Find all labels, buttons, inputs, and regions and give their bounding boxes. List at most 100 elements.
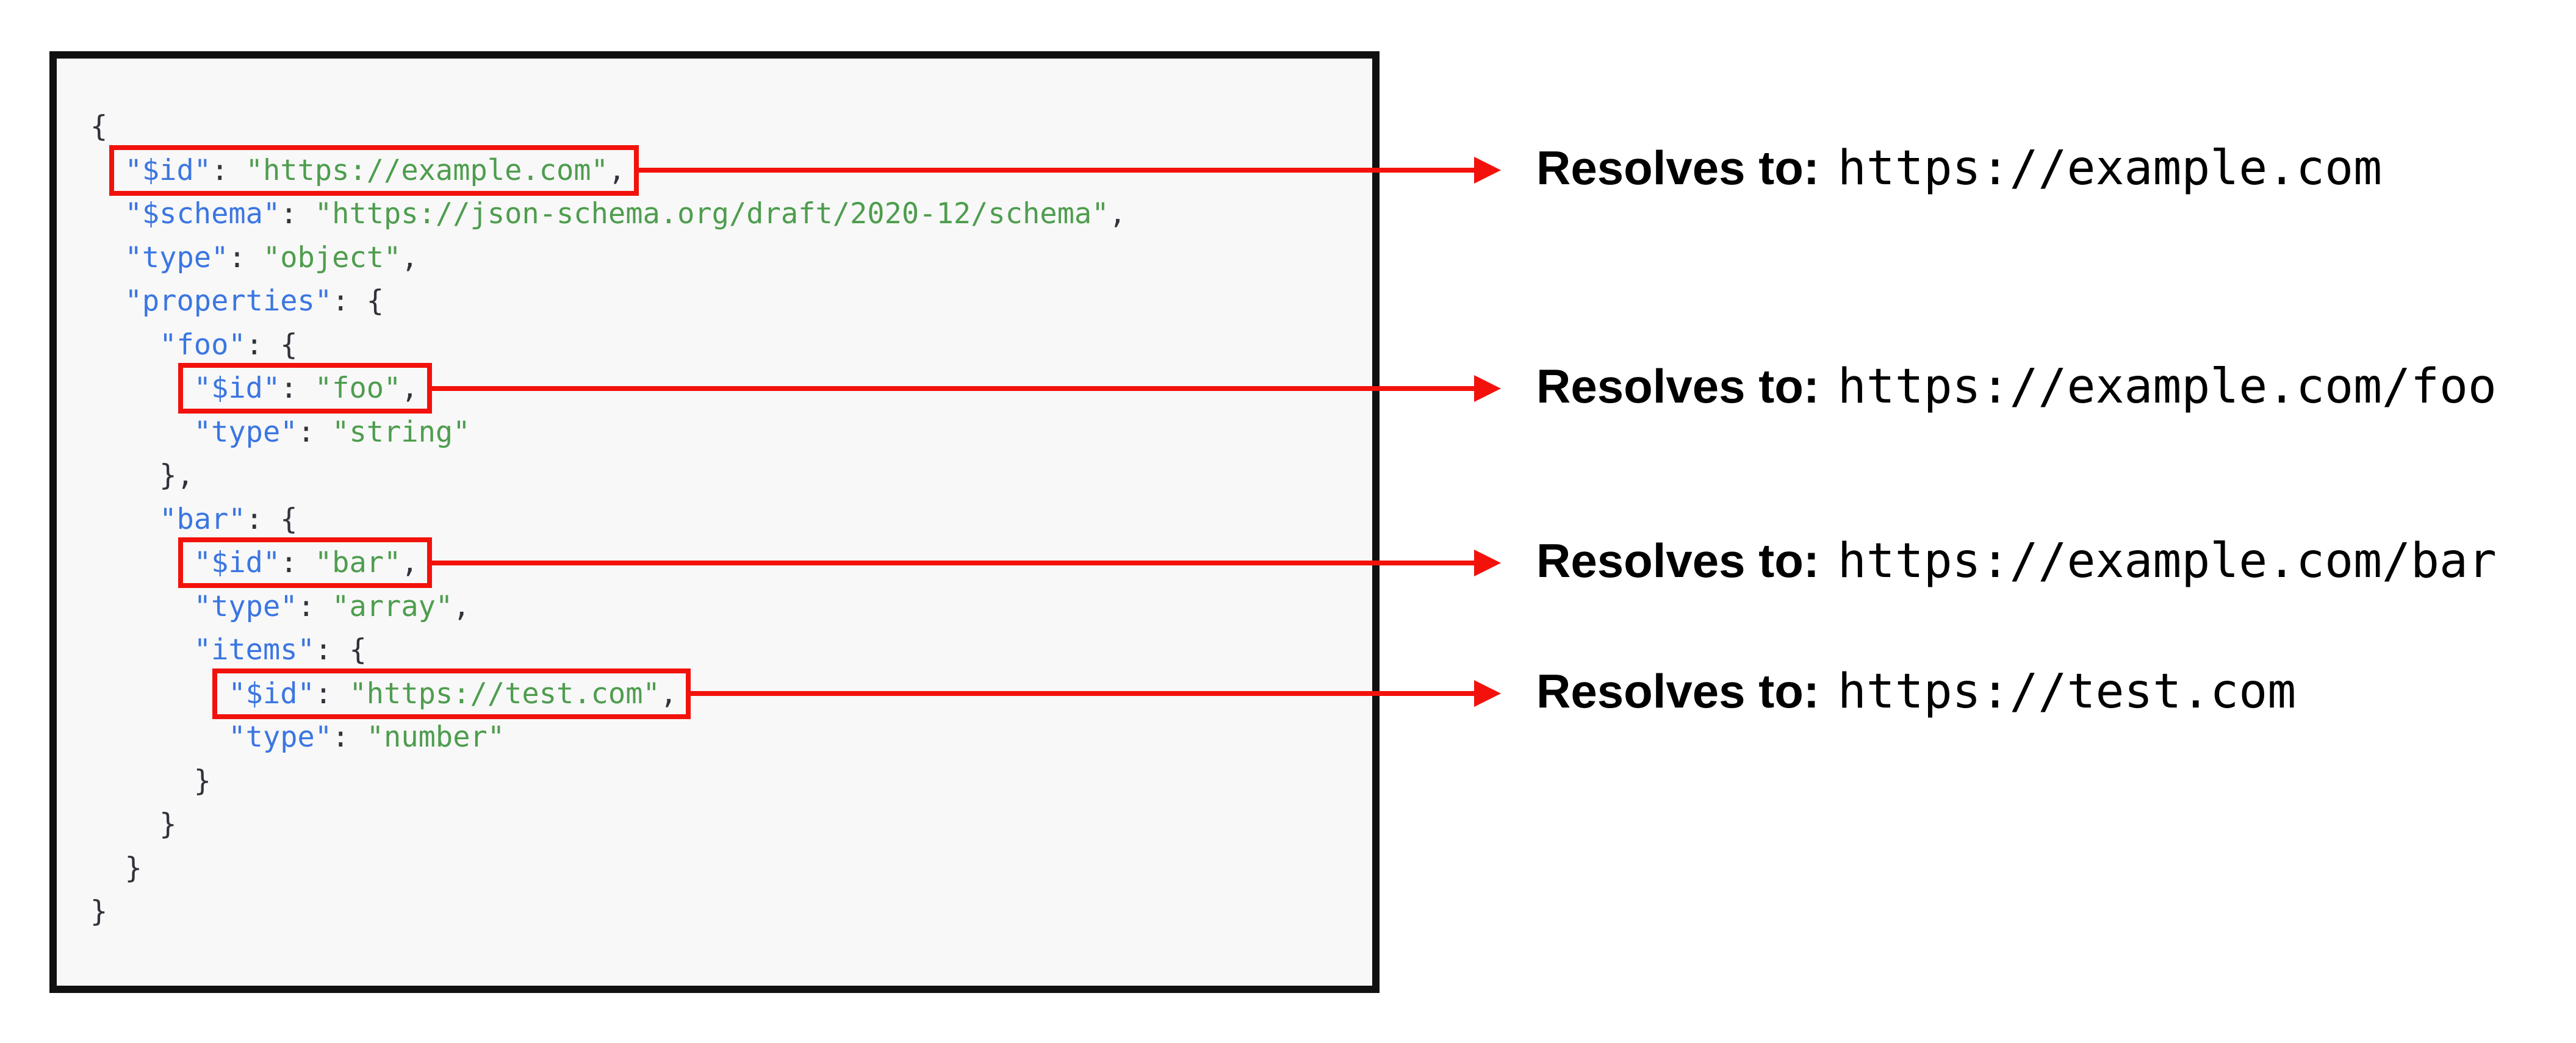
code-line: "type": "object", <box>90 236 1372 280</box>
code-token: : <box>280 197 315 231</box>
arrow-right-icon <box>1474 157 1501 184</box>
highlight-box: "$id": "bar", <box>178 537 432 588</box>
highlight-box: "$id": "foo", <box>178 363 432 414</box>
code-line: "$schema": "https://json-schema.org/draf… <box>90 192 1372 236</box>
code-token: "$id" <box>193 546 281 579</box>
code-token: "array" <box>332 589 453 623</box>
code-token: "$schema" <box>124 197 281 231</box>
code-line: "items": { <box>90 628 1372 672</box>
code-token: : <box>245 502 281 536</box>
code-token <box>90 851 125 885</box>
code-token: , <box>453 589 470 623</box>
code-line: "bar": { <box>90 498 1372 542</box>
code-token <box>90 284 125 318</box>
json-code: { "$id": "https://example.com", "$schema… <box>57 59 1372 934</box>
code-token: "foo" <box>314 371 401 405</box>
code-token: } <box>90 895 108 928</box>
code-token: "https://example.com" <box>245 153 608 187</box>
code-line: "foo": { <box>90 323 1372 367</box>
code-token: { <box>349 633 367 667</box>
annotation-row: Resolves to: https://test.com <box>1536 664 2296 719</box>
code-token: : <box>228 240 263 274</box>
code-token: "string" <box>332 415 470 449</box>
code-token: , <box>1109 197 1126 231</box>
code-panel: { "$id": "https://example.com", "$schema… <box>49 51 1380 993</box>
resolves-value: https://test.com <box>1837 664 2297 719</box>
code-line: }, <box>90 454 1372 498</box>
code-token: "$id" <box>193 371 281 405</box>
code-token: "properties" <box>124 284 333 318</box>
code-token <box>90 764 194 798</box>
code-line: "$id": "https://example.com", <box>90 145 1372 196</box>
code-token: { <box>280 328 298 362</box>
code-token: : <box>245 328 281 362</box>
code-token: "items" <box>193 633 315 667</box>
arrow-right-icon <box>1474 375 1501 402</box>
resolves-value: https://example.com/bar <box>1837 533 2497 589</box>
resolve-arrow-line <box>639 168 1475 173</box>
highlight-box: "$id": "https://test.com", <box>212 668 691 719</box>
code-token: "https://json-schema.org/draft/2020-12/s… <box>314 197 1109 231</box>
code-token <box>90 720 228 754</box>
code-line: "type": "number" <box>90 715 1372 759</box>
code-token: : <box>332 284 367 318</box>
resolves-label: Resolves to: <box>1536 359 1819 413</box>
code-token: } <box>124 851 142 885</box>
code-token: "$id" <box>228 676 315 711</box>
resolves-value: https://example.com <box>1837 140 2383 196</box>
code-token: , <box>401 240 419 274</box>
code-token: : <box>297 415 333 449</box>
code-token: "type" <box>228 720 333 754</box>
code-token <box>90 241 125 274</box>
code-token <box>90 808 159 841</box>
code-line: { <box>90 105 1372 149</box>
code-token: } <box>193 764 212 798</box>
code-line: "properties": { <box>90 279 1372 323</box>
resolve-arrow-line <box>691 691 1475 696</box>
code-token: : <box>297 589 333 623</box>
code-token: { <box>280 502 298 536</box>
code-token: } <box>159 808 177 841</box>
code-token: "type" <box>193 415 298 449</box>
code-token <box>90 459 159 492</box>
resolves-label: Resolves to: <box>1536 140 1819 195</box>
code-token: "foo" <box>159 328 246 362</box>
code-line: "$id": "https://test.com", <box>90 668 1372 719</box>
code-line: "type": "array", <box>90 585 1372 629</box>
code-token <box>90 677 228 711</box>
code-token: : <box>211 153 246 187</box>
code-token <box>90 590 194 623</box>
resolves-label: Resolves to: <box>1536 664 1819 718</box>
highlight-box: "$id": "https://example.com", <box>109 145 639 196</box>
resolves-label: Resolves to: <box>1536 533 1819 587</box>
code-token: "object" <box>262 240 401 274</box>
code-token: : <box>332 720 367 754</box>
code-token: "https://test.com" <box>349 676 660 711</box>
annotation-row: Resolves to: https://example.com/bar <box>1536 532 2497 588</box>
annotation-row: Resolves to: https://example.com/foo <box>1536 358 2497 414</box>
code-line: } <box>90 890 1372 934</box>
code-token: { <box>90 110 108 143</box>
code-token: , <box>401 546 419 579</box>
annotation-row: Resolves to: https://example.com <box>1536 140 2382 196</box>
code-line: } <box>90 847 1372 891</box>
code-token: "type" <box>193 589 298 623</box>
code-token: { <box>366 284 384 318</box>
code-line: } <box>90 759 1372 803</box>
code-token <box>90 415 194 449</box>
resolves-value: https://example.com/foo <box>1837 359 2497 414</box>
code-line: } <box>90 803 1372 847</box>
arrow-right-icon <box>1474 680 1501 707</box>
arrow-right-icon <box>1474 549 1501 576</box>
code-token: "bar" <box>314 546 401 579</box>
code-token <box>90 328 159 362</box>
code-token: , <box>401 371 419 405</box>
code-token: , <box>660 676 678 711</box>
code-token: "number" <box>366 720 505 754</box>
resolve-arrow-line <box>431 385 1475 391</box>
code-token <box>90 633 194 667</box>
code-token: "$id" <box>124 153 212 187</box>
code-token: }, <box>159 459 194 492</box>
code-token: "bar" <box>159 502 246 536</box>
